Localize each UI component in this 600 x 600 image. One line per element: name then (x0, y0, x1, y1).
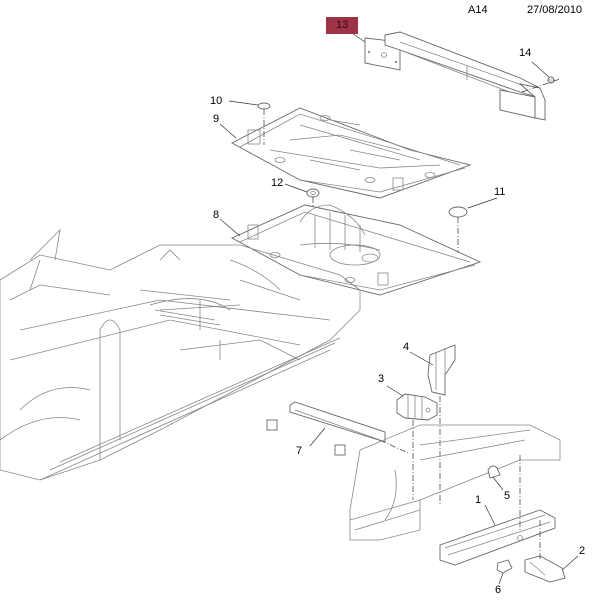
diagram-date: 27/08/2010 (527, 4, 583, 16)
part-8-front-floor-panel[interactable] (230, 204, 482, 296)
callout-9[interactable]: 9 (213, 113, 220, 125)
part-5-clip[interactable] (487, 465, 501, 479)
callout-8[interactable]: 8 (213, 209, 220, 221)
callout-13[interactable]: 13 (326, 17, 359, 34)
part-9-rear-floor-panel[interactable] (231, 107, 472, 199)
callout-11[interactable]: 11 (494, 186, 506, 198)
callout-7[interactable]: 7 (296, 445, 303, 457)
callout-14[interactable]: 14 (519, 47, 532, 59)
part-1-sill-panel[interactable] (439, 509, 556, 566)
diagram-code: A14 (468, 4, 488, 16)
part-4-bracket[interactable] (427, 344, 456, 396)
side-sill-structure (349, 424, 561, 541)
part-14-nut[interactable] (547, 76, 555, 84)
part-2-bracket[interactable] (524, 555, 566, 583)
part-11-plug[interactable] (448, 206, 468, 218)
underbody-structure (0, 228, 361, 481)
part-3-control-module[interactable] (396, 393, 438, 421)
part-12-grommet[interactable] (306, 188, 320, 198)
callout-10[interactable]: 10 (210, 95, 223, 107)
part-6-clip[interactable] (496, 559, 513, 574)
callout-5[interactable]: 5 (504, 490, 511, 502)
callout-6[interactable]: 6 (495, 584, 502, 596)
leader-lines (219, 32, 579, 585)
callout-3[interactable]: 3 (378, 373, 385, 385)
callout-2[interactable]: 2 (579, 545, 586, 557)
part-13-cross-member[interactable] (364, 31, 546, 121)
part-10-plug[interactable] (257, 102, 271, 110)
callout-12[interactable]: 12 (271, 177, 284, 189)
callout-4[interactable]: 4 (403, 341, 410, 353)
part-7-sill-reinforcement[interactable] (266, 401, 386, 456)
callout-1[interactable]: 1 (475, 494, 482, 506)
